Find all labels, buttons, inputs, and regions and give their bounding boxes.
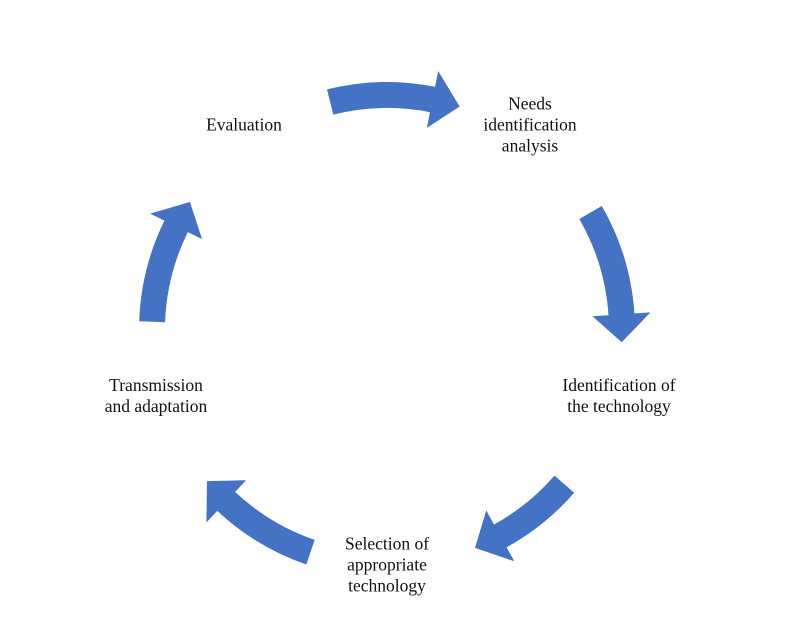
arrow-transmission-to-evaluation [139, 202, 203, 323]
arrow-selection-to-transmission [206, 480, 315, 565]
arrow-identification-to-selection [475, 475, 575, 562]
node-needs-identification-analysis: Needs identification analysis [483, 93, 577, 156]
node-evaluation: Evaluation [206, 114, 282, 135]
node-selection-of-technology: Selection of appropriate technology [344, 533, 430, 596]
node-transmission-and-adaptation: Transmission and adaptation [104, 375, 208, 416]
arrow-needs-to-identification [579, 206, 651, 343]
arrow-evaluation-to-needs [327, 71, 460, 128]
node-identification-of-technology: Identification of the technology [562, 375, 676, 416]
